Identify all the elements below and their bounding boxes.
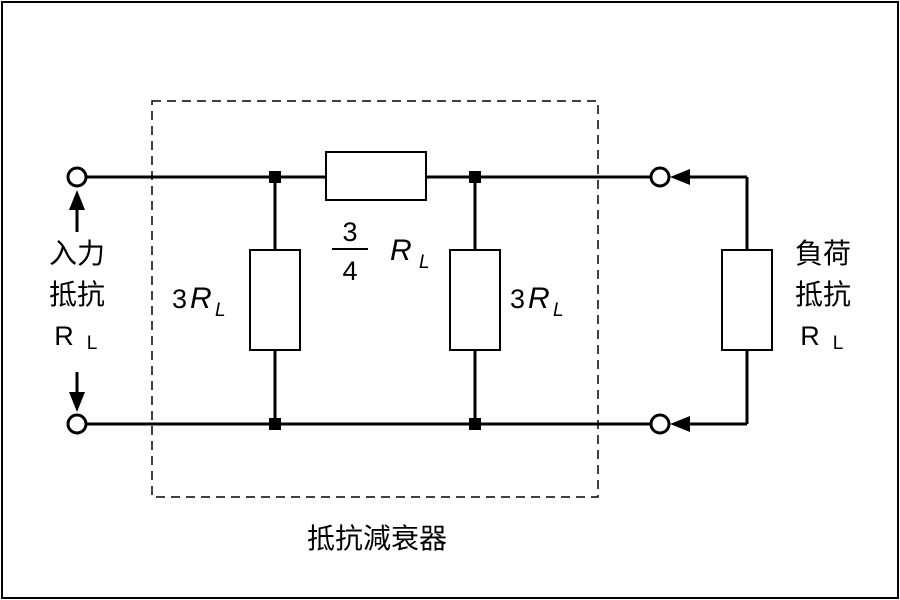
input-label-line1: 入力 xyxy=(49,237,105,270)
input-label-r: R xyxy=(54,321,74,351)
series-resistor xyxy=(325,151,427,201)
junction-node-bottom-left xyxy=(269,418,281,430)
input-terminal-top xyxy=(66,166,88,188)
input-arrow-up-icon xyxy=(69,190,85,210)
load-label-line1: 負荷 xyxy=(795,237,851,270)
series-fraction-denominator: 4 xyxy=(342,256,357,286)
attenuator-boundary xyxy=(151,100,599,498)
load-resistor xyxy=(721,249,773,351)
load-arrow-top-icon xyxy=(670,169,690,185)
input-arrow-down-icon xyxy=(69,392,85,412)
output-terminal-bottom xyxy=(649,413,671,435)
junction-node-top-left xyxy=(269,171,281,183)
series-r: R xyxy=(390,234,412,267)
input-terminal-bottom xyxy=(66,413,88,435)
right-shunt-r: R xyxy=(528,282,550,315)
left-shunt-resistor xyxy=(249,249,301,351)
load-arrow-bottom-icon xyxy=(670,416,690,432)
left-shunt-r: R xyxy=(190,282,212,315)
load-label-line2: 抵抗 xyxy=(795,278,851,311)
load-label-subscript: L xyxy=(833,333,844,354)
right-shunt-subscript: L xyxy=(553,300,564,321)
series-subscript: L xyxy=(419,252,430,273)
diagram-caption: 抵抗減衰器 xyxy=(307,522,447,555)
series-fraction-numerator: 3 xyxy=(342,217,357,247)
junction-node-top-right xyxy=(469,171,481,183)
right-shunt-resistor xyxy=(449,249,501,351)
left-shunt-coefficient: 3 xyxy=(172,284,187,314)
input-label-line2: 抵抗 xyxy=(49,278,105,311)
left-shunt-subscript: L xyxy=(215,300,226,321)
input-label-subscript: L xyxy=(87,333,98,354)
junction-node-bottom-right xyxy=(469,418,481,430)
output-terminal-top xyxy=(649,166,671,188)
load-label-r: R xyxy=(800,321,820,351)
right-shunt-coefficient: 3 xyxy=(510,284,525,314)
